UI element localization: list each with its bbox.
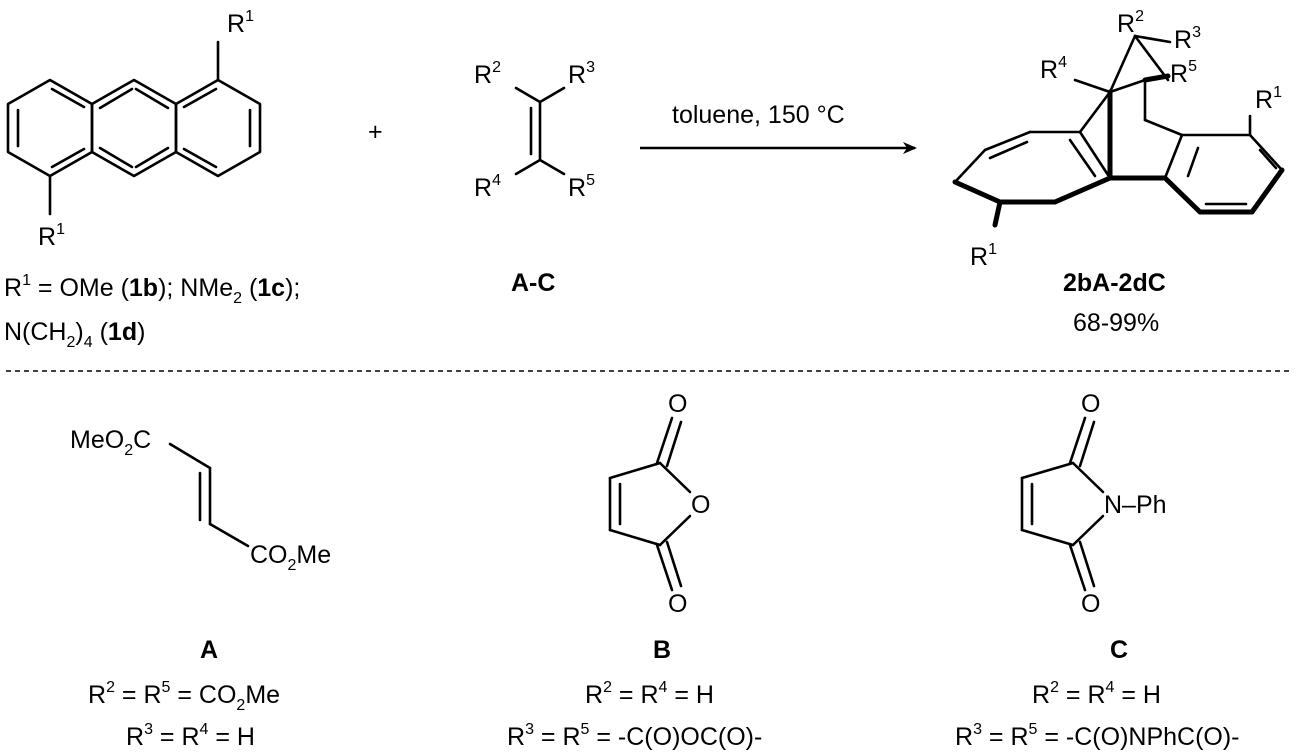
- dienophile-b-label: B: [653, 636, 671, 664]
- product-r1-left: R1: [970, 241, 997, 271]
- dienophile-b-ring-oxygen: O: [691, 491, 710, 519]
- dienophile-c-n-phenyl: N–Ph: [1104, 491, 1167, 519]
- anthracene-r1-bottom: R1: [38, 221, 65, 251]
- alkene-r2: R2: [474, 59, 501, 89]
- anthracene-substituent-definition-1: R1 = OMe (1b); NMe2 (1c);: [4, 272, 300, 307]
- alkene-r3: R3: [568, 59, 595, 89]
- dienophile-b-structure: [608, 416, 692, 592]
- dienophile-a-label: A: [200, 636, 218, 664]
- dienophile-a-ester-top: MeO2C: [70, 426, 151, 459]
- dienophile-b-definition-2: R3 = R5 = -C(O)OC(O)-: [507, 721, 762, 751]
- product-r2: R2: [1117, 8, 1144, 38]
- product-r5: R5: [1170, 58, 1197, 88]
- alkene-label: A-C: [511, 269, 555, 297]
- dienophile-c-structure: [1020, 416, 1105, 592]
- dienophile-c-oxygen-bottom: O: [1081, 590, 1100, 618]
- anthracene-substituent-definition-2: N(CH2)4 (1d): [4, 318, 145, 351]
- dienophile-a-structure: [168, 442, 250, 548]
- alkene-r4: R4: [474, 172, 501, 202]
- alkene-structure: [514, 86, 566, 176]
- dienophile-c-definition-1: R2 = R4 = H: [1032, 679, 1161, 709]
- dienophile-c-label: C: [1110, 636, 1128, 664]
- dienophile-b-definition-1: R2 = R4 = H: [585, 679, 714, 709]
- product-structure: [952, 34, 1285, 228]
- dienophile-b-oxygen-bottom: O: [668, 590, 687, 618]
- product-r4: R4: [1040, 54, 1067, 84]
- product-r1-right: R1: [1255, 84, 1282, 114]
- dienophile-a-ester-bottom: CO2Me: [250, 541, 331, 574]
- dienophile-c-oxygen-top: O: [1081, 390, 1100, 418]
- dienophile-a-definition-2: R3 = R4 = H: [126, 721, 255, 751]
- product-r3: R3: [1174, 24, 1201, 54]
- dienophile-c-definition-2: R3 = R5 = -C(O)NPhC(O)-: [955, 721, 1240, 751]
- plus-sign: +: [368, 118, 383, 146]
- anthracene-structure: [6, 40, 262, 216]
- dienophile-b-oxygen-top: O: [668, 390, 687, 418]
- product-yield: 68-99%: [1073, 309, 1159, 337]
- reaction-conditions: toluene, 150 °C: [672, 101, 845, 129]
- dienophile-a-definition-1: R2 = R5 = CO2Me: [88, 679, 280, 714]
- anthracene-r1-top: R1: [227, 8, 254, 38]
- product-label: 2bA-2dC: [1063, 269, 1166, 297]
- alkene-r5: R5: [568, 172, 595, 202]
